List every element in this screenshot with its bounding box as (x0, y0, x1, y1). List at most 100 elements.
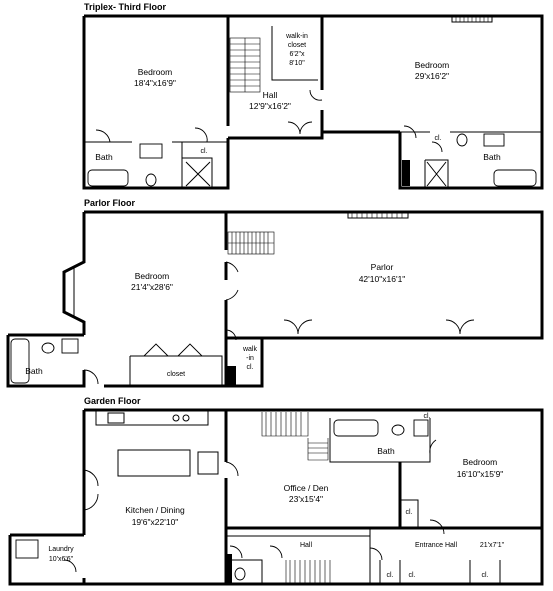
entrance-hall-dims: 21'x7'1" (480, 542, 505, 549)
parlor-closet-doors[interactable] (143, 343, 203, 357)
third-floor-hall-dims: 12'9"x16'2" (249, 101, 291, 111)
garden-closet-b1-label: cl. (387, 572, 394, 579)
third-floor-title: Triplex- Third Floor (84, 2, 166, 12)
garden-closet-b2-label: cl. (409, 572, 416, 579)
parlor-walkin-line2: -in (246, 355, 254, 362)
third-floor-double-door[interactable] (287, 121, 313, 135)
kitchen-island (117, 449, 191, 477)
parlor-double-door-right[interactable] (445, 319, 475, 335)
walk-in-closet-line1: walk-in (285, 33, 308, 40)
parlor-closet-label: closet (167, 371, 185, 378)
third-floor-bedroom-left-name: Bedroom (138, 67, 173, 77)
third-floor-hall-bottom-wall (228, 130, 400, 140)
garden-floor-closet-mid (400, 499, 419, 528)
parlor-fireplace (347, 212, 409, 219)
garden-wc-toilet (234, 567, 246, 581)
garden-bedroom-dims: 16'10"x15'9" (457, 469, 504, 479)
parlor-bedroom-door[interactable] (225, 261, 239, 301)
third-floor-bath-right-label: Bath (483, 152, 501, 162)
garden-floor-laundry-wall (8, 533, 84, 586)
garden-office-door[interactable] (225, 461, 239, 477)
garden-floor-hall-divider (226, 528, 371, 584)
parlor-bathtub (10, 338, 30, 384)
laundry-name: Laundry (48, 546, 74, 553)
third-floor-right-door[interactable] (403, 125, 417, 139)
third-floor-left-outer-wall (82, 16, 230, 190)
parlor-floor-chimney (226, 366, 236, 386)
parlor-floor-bay-window (62, 212, 86, 335)
third-floor-closet-door[interactable] (194, 127, 208, 143)
kitchen-name: Kitchen / Dining (125, 505, 185, 515)
parlor-bath-door[interactable] (83, 369, 99, 385)
garden-kitchen-doors[interactable] (83, 469, 99, 511)
third-floor-right-bath-door[interactable] (431, 141, 443, 153)
garden-floor: Garden Floor (8, 396, 544, 586)
third-floor-bedroom-right-name: Bedroom (415, 60, 450, 70)
garden-laundry-door[interactable] (63, 559, 77, 573)
garden-bedroom-door[interactable] (429, 519, 445, 535)
third-floor-closet-right-label: cl. (435, 135, 442, 142)
third-floor-hall-name: Hall (263, 90, 278, 100)
kitchen-dims: 19'6"x22'10" (132, 517, 179, 527)
garden-sink (413, 419, 429, 437)
parlor-floor-bath-walls (6, 333, 86, 388)
parlor-floor-outer-wall-top-right (84, 210, 544, 340)
laundry-dims: 10'x6'6" (49, 556, 74, 563)
third-floor-hall-door[interactable] (309, 89, 323, 101)
parlor-sink (61, 338, 79, 354)
garden-bath-label: Bath (377, 446, 395, 456)
parlor-double-door-left[interactable] (283, 319, 313, 335)
third-floor-sink-right (483, 133, 505, 147)
third-floor-bedroom-left-dims: 18'4"x16'9" (134, 78, 176, 88)
laundry-washer (15, 539, 39, 559)
garden-hall-label: Hall (300, 542, 313, 549)
walk-in-closet-line2: closet (288, 42, 306, 49)
third-floor-right-shower (424, 159, 449, 188)
parlor-floor-bottom-wall (104, 338, 228, 388)
parlor-room-name: Parlor (371, 262, 394, 272)
parlor-bath-label: Bath (25, 366, 43, 376)
walk-in-closet-line4: 8'10" (289, 60, 305, 67)
garden-entrance-door[interactable] (369, 547, 383, 561)
garden-floor-wc (226, 559, 263, 584)
garden-floor-chimney (226, 554, 232, 584)
third-floor: Triplex- Third Floor (82, 2, 544, 190)
garden-floor-bath-box (329, 418, 431, 463)
kitchen-counter (95, 410, 209, 426)
garden-bedroom-name: Bedroom (463, 457, 498, 467)
third-floor-right-outer-wall (325, 14, 544, 190)
parlor-floor-closet-box (129, 355, 223, 386)
garden-closet-mid-label: cl. (406, 509, 413, 516)
third-floor-bedroom-right-dims: 29'x16'2" (415, 71, 449, 81)
third-floor-bathtub-left (87, 169, 129, 187)
parlor-floor: Parlor Floor Bedroom 21'4"x28' (6, 198, 544, 388)
third-floor-shower (185, 161, 211, 187)
parlor-walkin-door[interactable] (225, 329, 237, 341)
entrance-hall-name: Entrance Hall (415, 542, 457, 549)
parlor-bedroom-name: Bedroom (135, 271, 170, 281)
garden-closet-b3-label: cl. (482, 572, 489, 579)
parlor-bedroom-dims: 21'4"x28'6" (131, 282, 173, 292)
garden-bathtub (333, 419, 379, 437)
parlor-floor-stairs (227, 231, 275, 255)
garden-floor-outer-wall (82, 408, 544, 586)
third-floor-chimney (402, 160, 410, 186)
office-name: Office / Den (284, 483, 329, 493)
garden-floor-title: Garden Floor (84, 396, 141, 406)
third-floor-sink-left (139, 143, 163, 159)
office-dims: 23'x15'4" (289, 494, 323, 504)
garden-bath-door[interactable] (429, 439, 437, 455)
third-floor-toilet-left (145, 173, 157, 187)
garden-hall-doors[interactable] (229, 545, 283, 559)
third-floor-toilet-right (456, 133, 468, 147)
parlor-floor-title: Parlor Floor (84, 198, 136, 208)
walk-in-closet-wall (271, 26, 318, 81)
kitchen-appliance (197, 451, 219, 475)
third-floor-closet-left-label: cl. (201, 148, 208, 155)
parlor-walkin-line3: cl. (247, 364, 254, 371)
third-floor-bath-door[interactable] (95, 129, 111, 143)
third-floor-bath-closet (181, 142, 213, 188)
garden-toilet (391, 424, 405, 436)
kitchen-sink (107, 412, 125, 424)
